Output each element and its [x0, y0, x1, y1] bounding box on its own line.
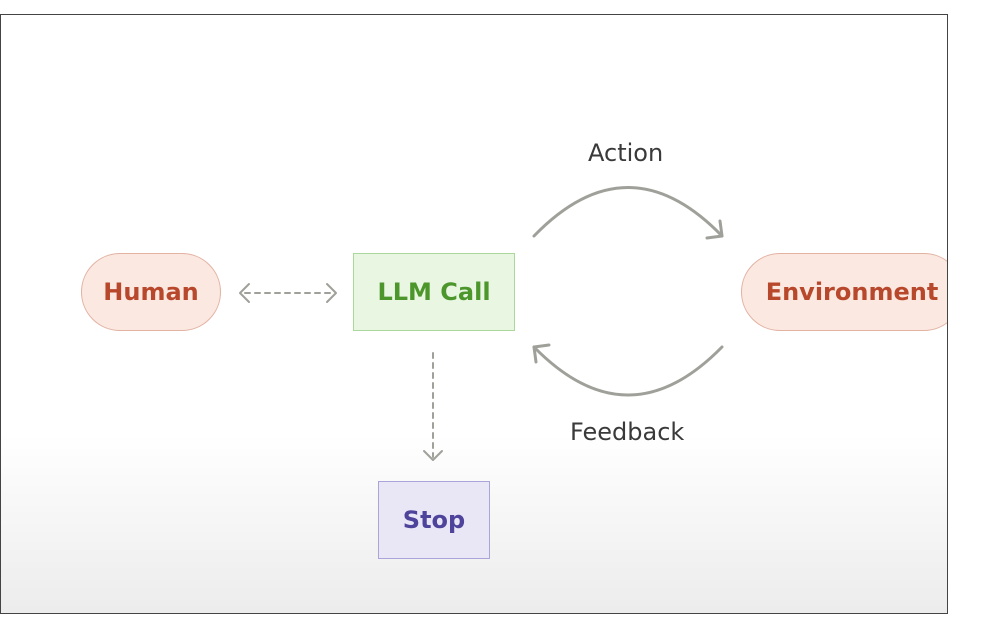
llm-call-node-label: LLM Call: [377, 278, 491, 306]
llm-call-node: LLM Call: [353, 253, 515, 331]
feedback-arc-arrow: [532, 343, 724, 397]
stop-node: Stop: [378, 481, 490, 559]
stop-node-label: Stop: [402, 506, 466, 534]
diagram-connectors: [239, 186, 724, 461]
human-node-label: Human: [103, 278, 199, 306]
human-node: Human: [81, 253, 221, 331]
environment-node: Environment: [741, 253, 947, 331]
diagram-canvas: Human LLM Call Environment Stop Action F…: [0, 14, 948, 614]
llm-stop-dashed-arrow: [423, 352, 443, 461]
action-arc-arrow: [532, 186, 724, 240]
environment-node-label: Environment: [765, 278, 939, 306]
human-llm-dashed-arrow: [239, 283, 337, 303]
action-edge-label: Action: [588, 139, 664, 167]
feedback-edge-label: Feedback: [570, 418, 685, 446]
